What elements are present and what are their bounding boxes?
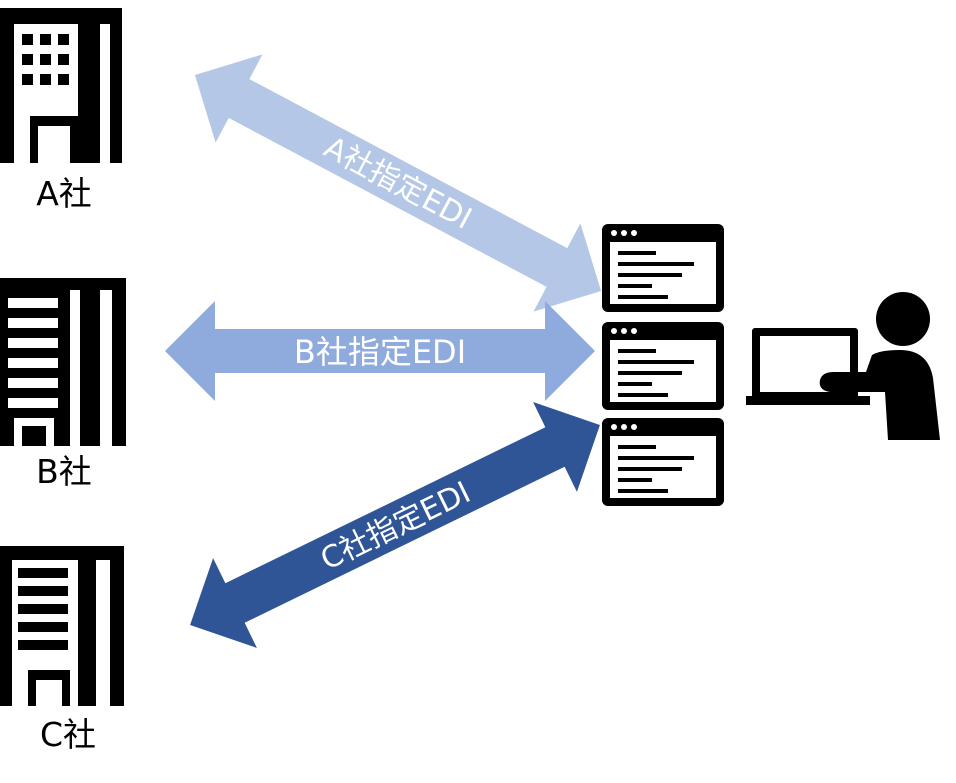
edi-link-b-arrow: B社指定EDI xyxy=(165,301,595,401)
edi-link-b-label: B社指定EDI xyxy=(294,333,466,371)
company-c-label: C社 xyxy=(40,715,96,754)
company-b-building-icon xyxy=(0,278,126,446)
edi-link-c-arrow: C社指定EDI xyxy=(190,402,600,648)
app-window-icon xyxy=(602,224,724,312)
company-a-label: A社 xyxy=(36,174,92,213)
edi-link-c-label: C社指定EDI xyxy=(315,475,476,577)
edi-link-a-label: A社指定EDI xyxy=(318,130,477,237)
app-window-icon xyxy=(602,418,724,506)
company-b-label: B社 xyxy=(36,452,92,491)
app-window-icon xyxy=(602,322,724,410)
company-c-building-icon xyxy=(0,546,124,706)
user-at-laptop-icon xyxy=(746,292,940,440)
company-a-building-icon xyxy=(0,8,122,163)
edi-link-a-arrow: A社指定EDI xyxy=(194,54,602,312)
